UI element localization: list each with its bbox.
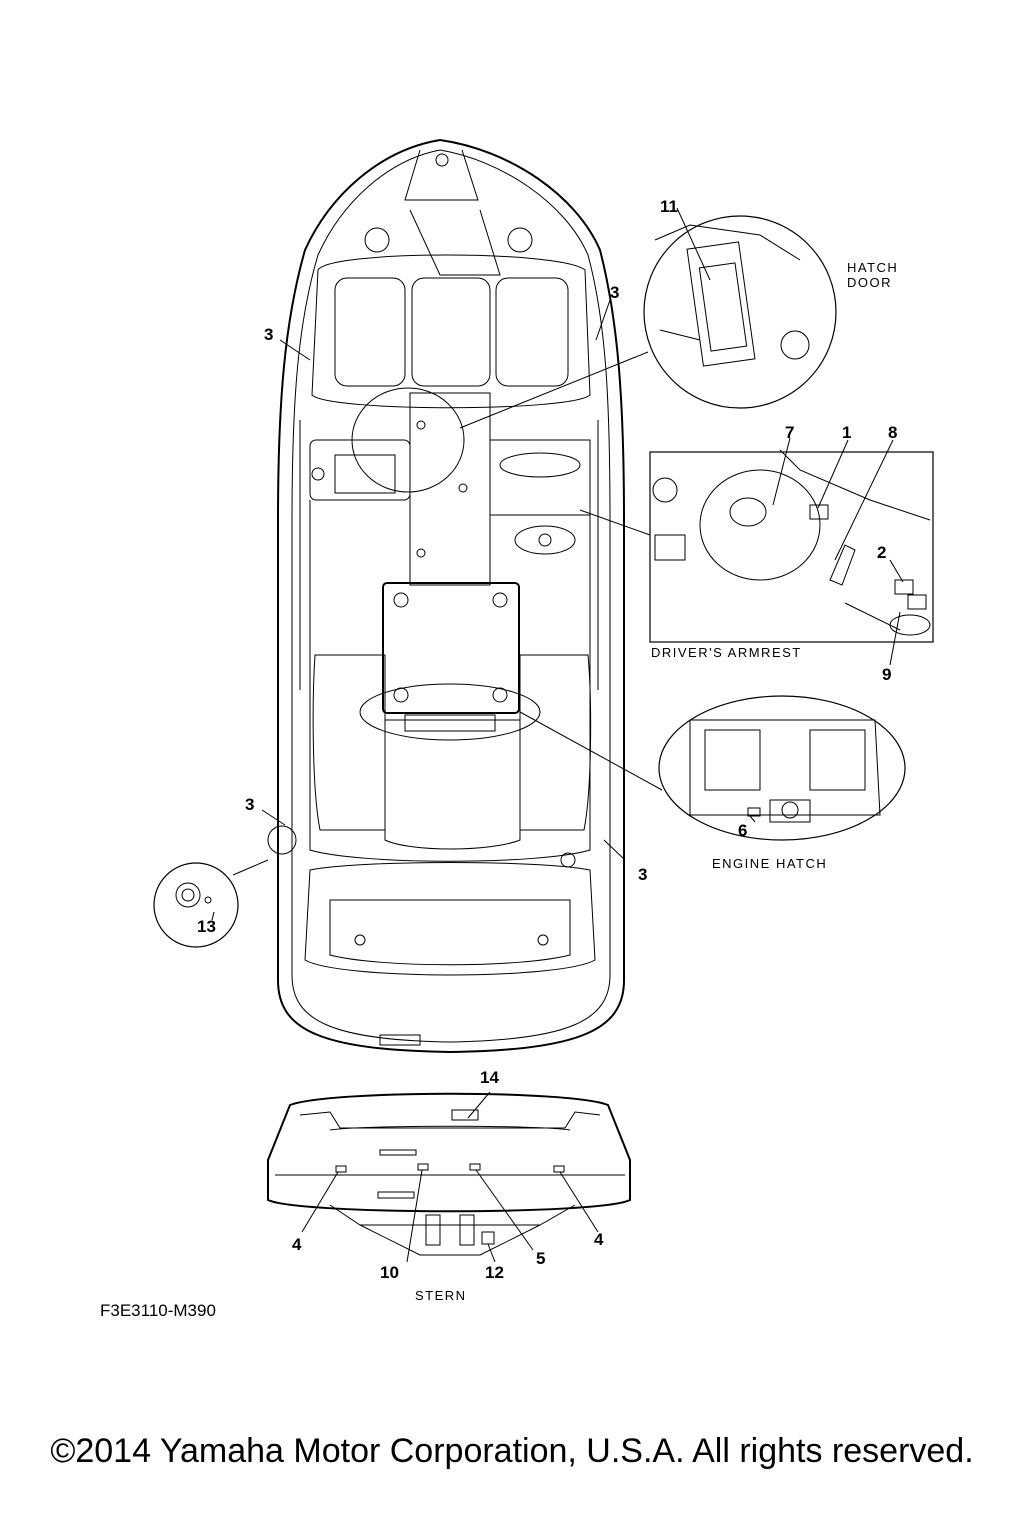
callout-7: 7 bbox=[785, 423, 794, 442]
callout-3-stern-left: 3 bbox=[245, 795, 254, 814]
diagram-code: F3E3110-M390 bbox=[100, 1301, 216, 1320]
callout-2: 2 bbox=[877, 543, 886, 562]
drivers-armrest-inset bbox=[649, 437, 934, 666]
callout-4-left: 4 bbox=[292, 1235, 302, 1254]
callout-11: 11 bbox=[660, 197, 678, 216]
label-hatch: HATCH bbox=[847, 260, 898, 275]
callout-14: 14 bbox=[480, 1068, 499, 1087]
callout-13: 13 bbox=[197, 917, 216, 936]
boat-top-view bbox=[267, 138, 625, 1054]
callout-12: 12 bbox=[485, 1263, 504, 1282]
callout-numbers: 3 3 3 3 11 7 1 8 2 9 6 13 14 4 4 5 10 12 bbox=[197, 197, 897, 1282]
callout-3-bow-right: 3 bbox=[610, 283, 619, 302]
hatch-door-inset bbox=[643, 207, 837, 409]
callout-5: 5 bbox=[536, 1249, 545, 1268]
label-stern: STERN bbox=[415, 1288, 467, 1303]
leader-lines bbox=[232, 299, 663, 876]
view-labels: HATCH DOOR DRIVER'S ARMREST ENGINE HATCH… bbox=[100, 260, 898, 1320]
label-drivers-armrest: DRIVER'S ARMREST bbox=[651, 645, 802, 660]
callout-3-bow-left: 3 bbox=[264, 325, 273, 344]
stern-view bbox=[267, 1091, 631, 1263]
callout-8: 8 bbox=[888, 423, 897, 442]
item-13-inset bbox=[153, 862, 239, 948]
callout-9: 9 bbox=[882, 665, 891, 684]
callout-3-stern-right: 3 bbox=[638, 865, 647, 884]
callout-10: 10 bbox=[380, 1263, 399, 1282]
copyright-notice: ©2014 Yamaha Motor Corporation, U.S.A. A… bbox=[50, 1432, 974, 1470]
label-door: DOOR bbox=[847, 275, 892, 290]
callout-4-right: 4 bbox=[594, 1230, 604, 1249]
callout-1: 1 bbox=[842, 423, 851, 442]
label-engine-hatch: ENGINE HATCH bbox=[712, 856, 827, 871]
callout-6: 6 bbox=[738, 821, 747, 840]
engine-hatch-inset bbox=[658, 695, 906, 841]
